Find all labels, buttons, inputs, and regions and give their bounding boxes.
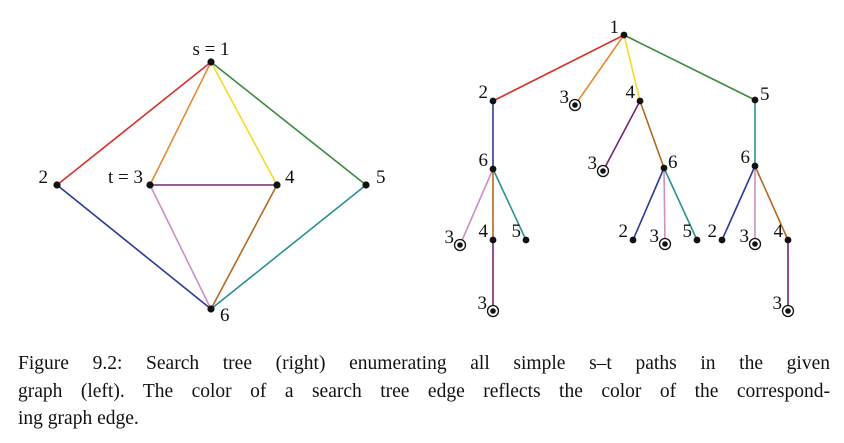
tree-node-label: 3 [560, 87, 570, 108]
graph-node-1 [207, 58, 215, 66]
tree-target-node-c6_3 [662, 241, 668, 247]
tree-node-label: 3 [588, 153, 598, 174]
tree-node-label: 6 [741, 147, 751, 168]
graph-node-3 [146, 181, 154, 189]
graph-edge-1-4 [210, 61, 278, 186]
tree-node-r [620, 31, 628, 39]
graph-edge-4-6 [210, 184, 278, 310]
tree-node-label: 2 [479, 82, 489, 103]
caption-line-3: ing graph edge. [18, 408, 139, 429]
tree-node-label: 3 [445, 227, 455, 248]
tree-node-b6_5 [522, 236, 530, 244]
tree-edge-a3 [574, 34, 625, 106]
graph-edge-2-6 [56, 184, 212, 310]
caption-line-1: Figure 9.2: Search tree (right) enumerat… [18, 353, 830, 374]
tree-node-label: 3 [478, 293, 488, 314]
tree-node-label: 1 [610, 17, 620, 38]
tree-edge-a4 [623, 34, 641, 102]
tree-edge-b6_5 [492, 168, 527, 241]
tree-node-a2 [489, 97, 497, 105]
tree-node-label: 5 [760, 84, 770, 105]
tree-node-label: 4 [626, 82, 636, 103]
tree-target-node-b6_3 [457, 242, 463, 248]
graph-node-2 [53, 181, 61, 189]
tree-node-b6_4 [489, 236, 497, 244]
graph-node-label-6: 6 [220, 305, 230, 326]
tree-node-a4 [636, 97, 644, 105]
tree-edge-a5 [623, 34, 756, 101]
tree-node-c6_5 [693, 236, 701, 244]
caption-line-2: graph (left). The color of a search tree… [18, 380, 830, 402]
input-graph: s = 1 2 t = 3 4 5 6 [39, 39, 386, 326]
tree-edge-b6_3 [459, 168, 494, 246]
tree-edge-d6_4 [754, 165, 789, 241]
graph-node-6 [207, 305, 215, 313]
tree-node-label: 6 [668, 152, 678, 173]
tree-edge-c6 [639, 100, 665, 169]
tree-node-label: 2 [708, 221, 718, 242]
tree-node-a5 [751, 96, 759, 104]
graph-node-4 [273, 181, 281, 189]
tree-node-label: 5 [683, 221, 693, 242]
graph-edge-3-6 [149, 184, 212, 310]
figure-caption: Figure 9.2: Search tree (right) enumerat… [18, 350, 830, 433]
tree-edge-c6_3 [663, 167, 666, 245]
tree-node-d6 [751, 162, 759, 170]
graph-edge-1-2 [56, 61, 212, 186]
graph-node-label-1: s = 1 [192, 39, 229, 60]
tree-node-label: 2 [619, 221, 629, 242]
graph-node-label-2: 2 [39, 167, 49, 188]
tree-node-label: 4 [479, 221, 489, 242]
tree-node-label: 3 [650, 226, 660, 247]
tree-edge-a2 [492, 34, 625, 102]
tree-node-d6_4 [784, 236, 792, 244]
tree-target-node-b6_4_3 [490, 308, 496, 314]
tree-node-label: 6 [479, 150, 489, 171]
tree-node-c6_2 [629, 236, 637, 244]
tree-target-node-a3 [572, 102, 578, 108]
graph-node-5 [362, 181, 370, 189]
tree-edge-c6_5 [663, 167, 698, 241]
tree-node-c6 [660, 164, 668, 172]
tree-edge-c3 [602, 100, 641, 172]
graph-node-label-5: 5 [376, 167, 386, 188]
tree-edge-d6_2 [721, 165, 756, 241]
tree-edge-c6_2 [632, 167, 665, 241]
tree-edges [459, 34, 789, 311]
graph-edge-1-5 [210, 61, 367, 186]
tree-target-node-d6_3 [752, 241, 758, 247]
graph-edge-5-6 [210, 184, 367, 310]
graph-node-label-3: t = 3 [108, 167, 143, 188]
tree-node-d6_2 [718, 236, 726, 244]
graph-node-label-4: 4 [285, 167, 295, 188]
tree-target-node-c3 [600, 168, 606, 174]
graph-edge-1-3 [149, 61, 212, 186]
tree-node-label: 3 [740, 226, 750, 247]
tree-target-node-d6_4_3 [785, 308, 791, 314]
tree-node-label: 4 [774, 221, 784, 242]
tree-node-label: 5 [512, 221, 522, 242]
tree-node-label: 3 [773, 293, 783, 314]
tree-node-b6 [489, 165, 497, 173]
